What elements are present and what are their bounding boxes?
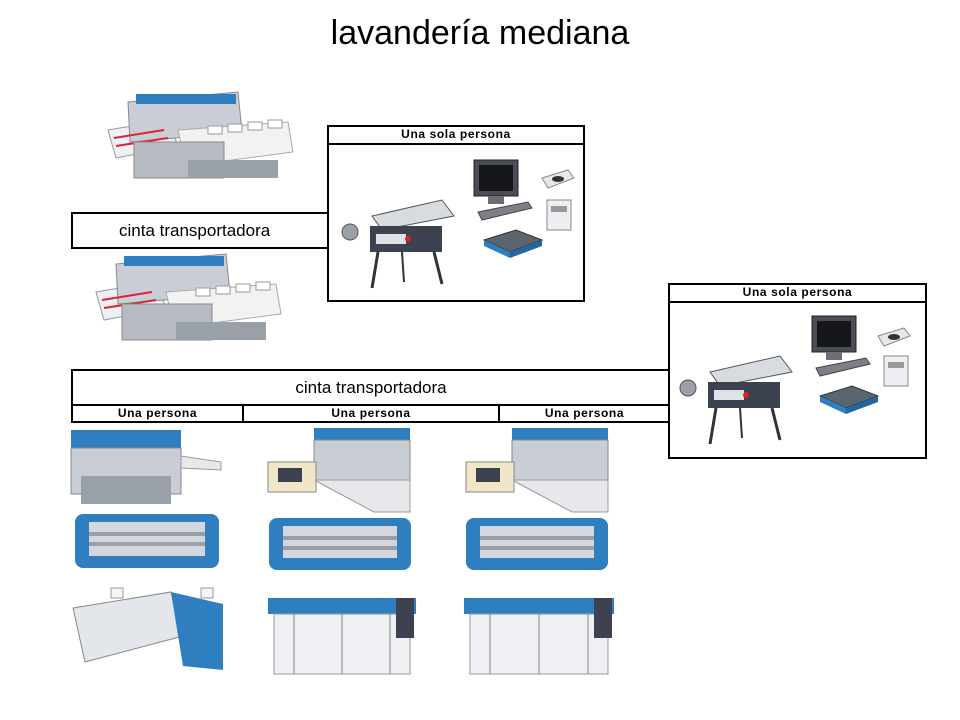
flatwork-ironer-icon [75,514,219,568]
computer-workstation-icon [473,159,533,221]
folding-machine-icon [107,91,294,179]
folding-machine-icon [70,430,222,504]
scale-icon [482,229,544,258]
label-printer-icon [877,327,911,347]
flatwork-ironer-icon [466,518,608,570]
label-printer-icon [541,169,575,189]
conveyor-top: cinta transportadora [71,212,330,249]
shrink-wrapper-icon [341,199,455,289]
operator-label-2: Una persona [242,404,500,423]
station-right-header: Una sola persona [668,283,927,303]
label-printer-icon [546,199,572,231]
computer-workstation-icon [811,315,871,377]
flatwork-ironer-icon [269,518,411,570]
station-top-label: Una sola persona [401,127,511,141]
folding-machine-icon [267,428,411,513]
operator-text-1: Una persona [117,406,198,420]
label-printer-icon [883,355,909,387]
feeder-machine-icon [268,598,416,675]
operator-text-2: Una persona [331,406,411,420]
station-right-label: Una sola persona [742,285,853,299]
shrink-wrapper-icon [679,355,793,445]
conveyor-main: cinta transportadora [71,369,671,406]
operator-text-3: Una persona [544,406,625,420]
conveyor-top-label: cinta transportadora [119,220,271,240]
feeder-machine-icon [464,598,614,675]
page-title: lavandería mediana [330,14,630,52]
station-top-header: Una sola persona [327,125,585,145]
folding-machine-icon [465,428,609,513]
folding-machine-icon [95,253,282,341]
feeder-machine-icon [72,587,223,670]
station-top-box [327,143,585,302]
operator-label-3: Una persona [498,404,671,423]
conveyor-main-label: cinta transportadora [295,377,447,397]
operator-label-1: Una persona [71,404,244,423]
scale-icon [818,385,880,414]
